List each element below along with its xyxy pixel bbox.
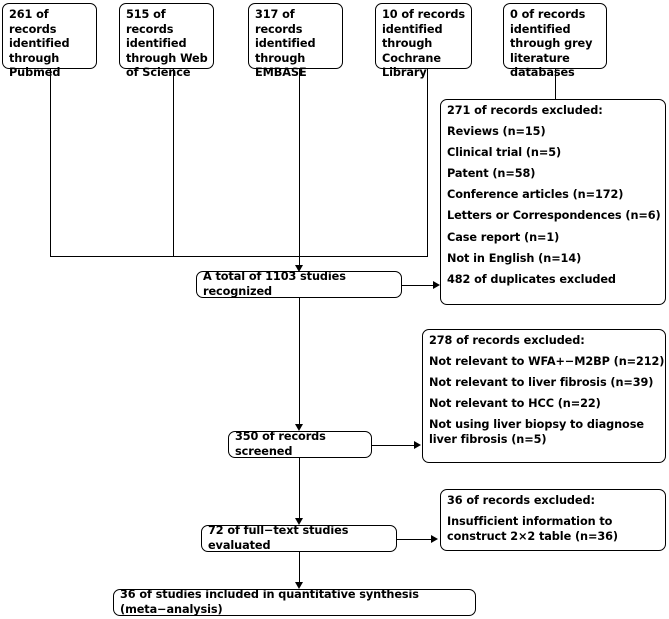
source-box-cochrane-library-text: 10 of records identified through Cochran… [382,8,466,80]
included-box: 36 of studies included in quantitative s… [113,587,476,616]
arrow-fulltext-to-exclusion [431,535,438,543]
connector-web-of-science-drop [173,69,174,257]
fulltext-evaluated-text: 72 of full−text studies evaluated [208,523,349,552]
exclusion-box-eligibility: 36 of records excluded: Insufficient inf… [440,489,666,551]
connector-pubmed-drop [50,69,51,257]
connector-total-to-duplicates [402,285,434,286]
exclusion-eligibility-header: 36 of records excluded: [447,494,595,507]
exclusion-screening-item-0: Not relevant to WFA+−M2BP (n=212) [429,355,665,369]
connector-cochrane-drop [427,69,428,257]
records-screened-text: 350 of records screened [235,429,326,458]
included-text: 36 of studies included in quantitative s… [120,587,419,616]
exclusion-box-screening: 278 of records excluded: Not relevant to… [422,329,666,463]
exclusion-screening-item-1: Not relevant to liver fibrosis (n=39) [429,376,654,390]
exclusion-screening-item-2: Not relevant to HCC (n=22) [429,397,601,411]
source-box-web-of-science: 515 of records identified through Web of… [119,3,214,79]
exclusion-identification-item-7: 482 of duplicates excluded [447,272,616,286]
records-screened-box: 350 of records screened [228,429,372,458]
connector-grey-literature-drop [555,69,556,99]
connector-fulltext-to-exclusion [397,539,432,540]
arrow-merge-to-total [295,265,303,272]
source-box-embase-text: 317 of records identified through EMBASE [255,8,316,80]
connector-screened-to-fulltext [299,458,300,520]
exclusion-identification-header: 271 of records excluded: [447,104,603,117]
total-recognized-box: A total of 1103 studies recognized [196,269,402,298]
exclusion-identification-item-1: Clinical trial (n=5) [447,146,562,160]
arrow-total-to-duplicates [433,281,440,289]
source-box-cochrane-library: 10 of records identified through Cochran… [375,3,472,79]
source-box-embase: 317 of records identified through EMBASE [248,3,343,79]
connector-total-to-screened [299,298,300,426]
exclusion-identification-item-5: Case report (n=1) [447,230,560,244]
exclusion-screening-header: 278 of records excluded: [429,334,585,347]
exclusion-identification-item-0: Reviews (n=15) [447,125,546,139]
exclusion-screening-item-3: Not using liver biopsy to diagnose liver… [429,418,644,446]
arrow-screened-to-exclusion [414,441,421,449]
exclusion-identification-item-2: Patent (n=58) [447,167,536,181]
source-box-web-of-science-text: 515 of records identified through Web of… [126,8,208,80]
total-recognized-text: A total of 1103 studies recognized [203,269,346,298]
fulltext-evaluated-box: 72 of full−text studies evaluated [201,523,397,552]
arrow-screened-to-fulltext [295,518,303,525]
exclusion-eligibility-item-0: Insufficient information to construct 2×… [447,515,618,543]
connector-merge-rail [50,256,428,257]
exclusion-identification-item-3: Conference articles (n=172) [447,188,624,202]
exclusion-box-identification: 271 of records excluded: Reviews (n=15) … [440,99,666,305]
source-box-pubmed: 261 of records identified through Pubmed [2,3,97,79]
arrow-fulltext-to-included [295,582,303,589]
exclusion-identification-item-4: Letters or Correspondences (n=6) [447,209,661,223]
arrow-total-to-screened [295,424,303,431]
exclusion-identification-item-6: Not in English (n=14) [447,251,582,265]
source-box-pubmed-text: 261 of records identified through Pubmed [9,8,70,80]
source-box-grey-literature-text: 0 of records identified through grey lit… [510,8,593,80]
connector-embase-drop [299,69,300,257]
connector-screened-to-exclusion [372,445,414,446]
source-box-grey-literature: 0 of records identified through grey lit… [503,3,607,79]
connector-merge-to-total [299,256,300,270]
connector-fulltext-to-included [299,552,300,584]
